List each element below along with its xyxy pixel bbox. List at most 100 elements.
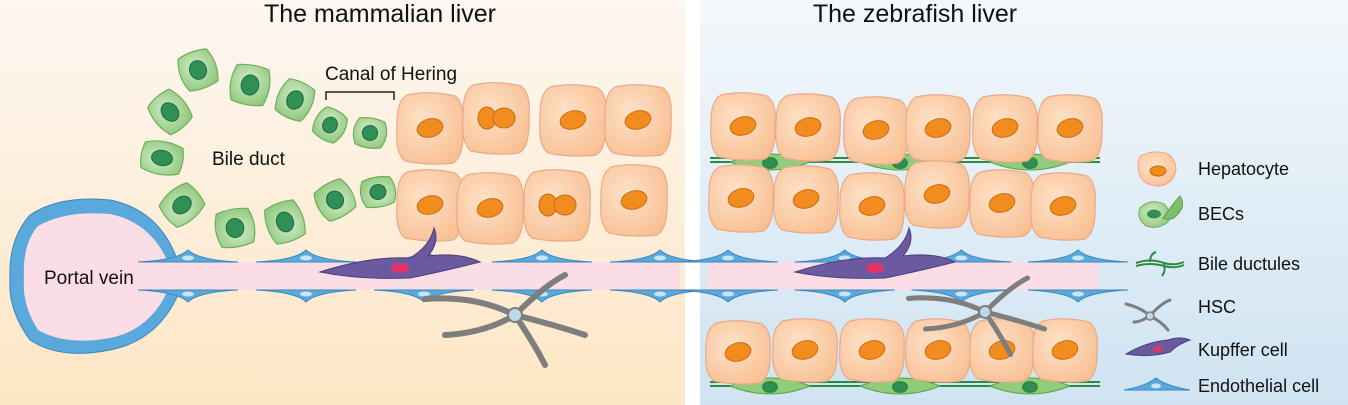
hepatocyte (775, 93, 841, 162)
hepatocyte-nucleus (1051, 340, 1079, 360)
hsc-cell (905, 275, 1048, 358)
hsc-process (905, 295, 988, 315)
endothelial-nucleus (182, 255, 194, 261)
bec-nucleus (286, 90, 304, 110)
endothelial-nucleus (182, 291, 194, 297)
endothelial-nucleus (654, 291, 666, 297)
kupffer-nucleus (391, 263, 409, 273)
ductule-bec-nucleus (892, 381, 908, 393)
bec-cell (214, 207, 256, 249)
legend-label-endothelial-cell: Endothelial cell (1198, 376, 1319, 396)
hepatocyte (843, 96, 909, 165)
hepatocyte (972, 94, 1038, 163)
bec-nucleus (240, 74, 260, 96)
kupffer-cell (318, 226, 482, 279)
kupffer-body (318, 226, 482, 279)
hepatocyte-nucleus (862, 120, 890, 140)
bec-nucleus (325, 190, 345, 210)
hepatocyte (456, 172, 524, 245)
hepatocyte-nucleus (559, 110, 587, 130)
bec-cell (359, 175, 397, 209)
hepatocyte-nucleus (727, 188, 755, 208)
ductule-bec-nucleus (762, 381, 778, 393)
hepatocyte-nucleus (624, 110, 652, 130)
endothelial-nucleus (722, 291, 734, 297)
bec-cell (313, 177, 357, 223)
hepatocyte-nucleus (620, 190, 648, 210)
bec-nucleus (188, 60, 208, 80)
hepatocyte-nucleus (416, 195, 444, 215)
hepatocyte-nucleus (476, 198, 504, 218)
hepatocyte (773, 165, 839, 234)
endothelial-nucleus (838, 291, 851, 297)
bec-cell (264, 199, 306, 245)
endothelial-nucleus (300, 255, 312, 261)
hepatocyte-nucleus (858, 196, 886, 216)
bec-cell (311, 106, 349, 144)
bec-nucleus (225, 218, 245, 238)
hepatocyte-nucleus (858, 340, 886, 360)
endothelial-nucleus (955, 291, 968, 297)
hepatocyte-nucleus (1056, 118, 1084, 138)
legend-label-hsc: HSC (1198, 297, 1236, 317)
hepatocyte-nucleus (792, 189, 820, 209)
hsc-icon (1124, 298, 1172, 332)
bec-cell (158, 182, 206, 228)
kupffer-body (793, 226, 957, 279)
bec-cell (140, 140, 184, 176)
ductule-bec-nucleus (1022, 381, 1038, 393)
hepatocyte (710, 92, 776, 161)
hsc-process (422, 295, 518, 318)
bec-cell (229, 63, 271, 107)
endothelial-nucleus (1072, 255, 1084, 261)
hepatocyte (604, 84, 672, 157)
hepatocyte-nucleus (923, 184, 951, 204)
endothelial-nucleus (300, 291, 312, 297)
portal-vein-label: Portal vein (44, 268, 134, 289)
endothelial-nucleus (722, 255, 734, 261)
hepatocyte (396, 92, 464, 165)
bec-nucleus (361, 124, 379, 142)
hepatocyte (839, 318, 905, 383)
hsc-nucleus (978, 305, 992, 319)
hepatocyte-nucleus (991, 118, 1019, 138)
hepatocyte (462, 82, 530, 155)
hsc-cell (422, 272, 588, 368)
bec-nucleus (275, 211, 295, 233)
hepatocyte-nucleus (416, 118, 444, 138)
hepatocyte (969, 318, 1035, 383)
hepatocyte (904, 160, 970, 229)
hepatocyte (969, 169, 1035, 238)
hepatocyte (905, 94, 971, 163)
endothelial-cell-icon (1123, 377, 1191, 391)
hepatocyte (539, 84, 607, 157)
hepatocyte-nucleus (492, 107, 516, 129)
bec-nucleus (160, 102, 180, 122)
bec-nucleus (151, 149, 173, 167)
bile-ductule-icon (1135, 251, 1185, 277)
kupffer-nucleus (866, 263, 884, 273)
endothelial-nucleus (955, 255, 968, 261)
kupffer-cell (793, 226, 957, 279)
bec-cell (177, 48, 219, 92)
bec-nucleus (172, 195, 192, 215)
kupffer-cell-icon (1124, 337, 1192, 357)
hepatocyte-nucleus (553, 194, 577, 216)
hepatocyte-nucleus (794, 117, 822, 137)
bec-cell (147, 88, 193, 136)
bec-icon (1138, 195, 1184, 228)
legend-label-hepatocyte: Hepatocyte (1198, 159, 1289, 179)
hsc-nucleus (507, 307, 523, 323)
mammalian-title: The mammalian liver (264, 0, 496, 28)
hepatocyte (905, 318, 971, 383)
hepatocyte (708, 164, 774, 233)
endothelial-nucleus (418, 291, 430, 297)
hepatocyte (1037, 94, 1103, 163)
legend-label-kupffer-cell: Kupffer cell (1198, 340, 1288, 360)
legend-label-bile-ductules: Bile ductules (1198, 254, 1300, 274)
endothelial-nucleus (536, 255, 548, 261)
blood-vessel (137, 249, 711, 303)
legend-label-becs: BECs (1198, 204, 1244, 224)
canal-of-hering-label: Canal of Hering (325, 64, 457, 85)
